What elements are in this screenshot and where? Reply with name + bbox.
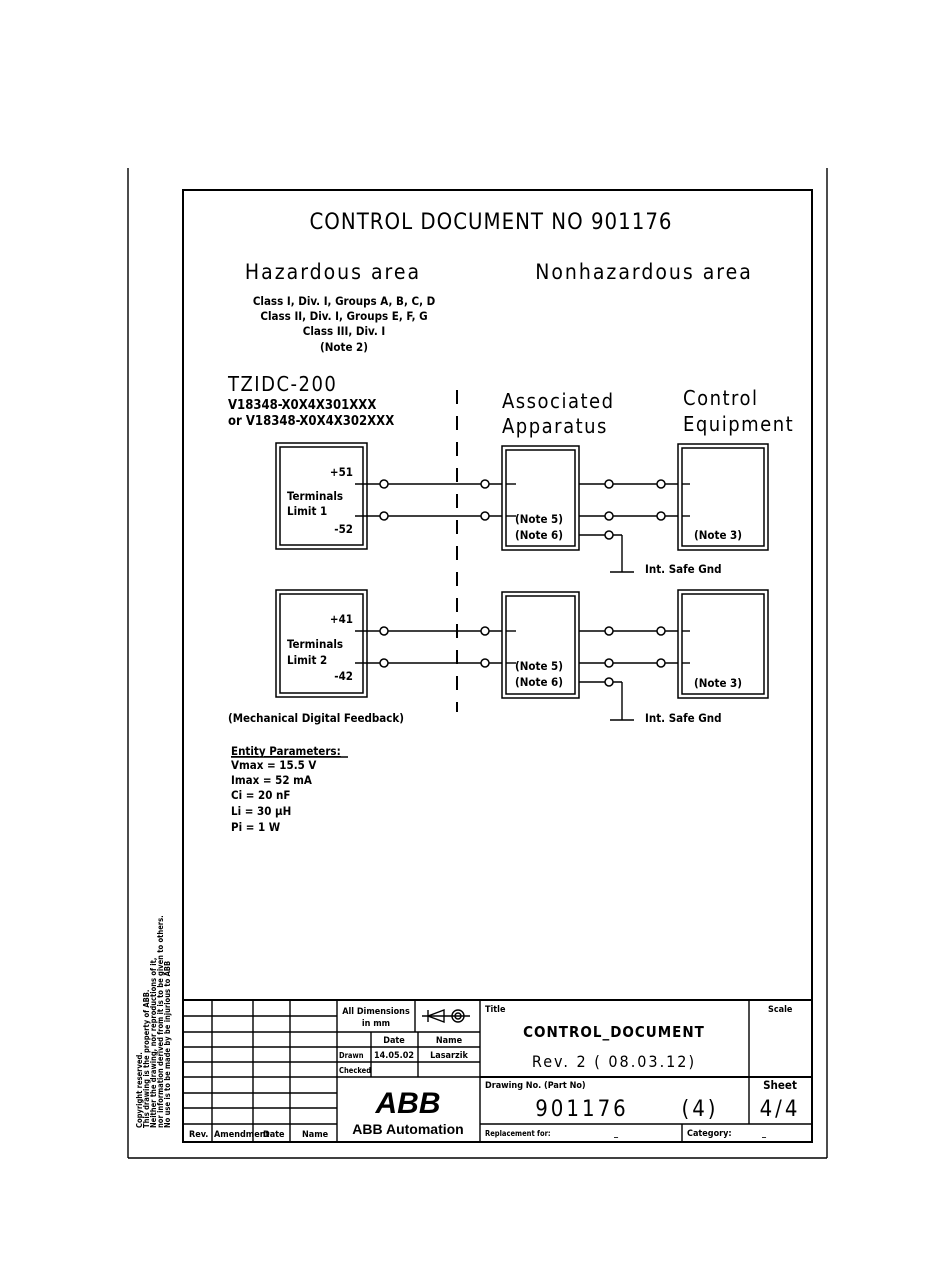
copyright-notice: Copyright reserved. This drawing is the …: [135, 915, 172, 1128]
model-number-1: V18348-X0X4X301XXX: [228, 398, 376, 413]
associated-box-2: [501, 591, 580, 699]
associated-apparatus-heading: Associated: [502, 389, 615, 413]
terminal-neg-1: -52: [334, 522, 353, 536]
svg-text:in mm: in mm: [362, 1019, 390, 1029]
terminal-pos-2: +41: [330, 612, 353, 626]
svg-text:Vmax = 15.5 V: Vmax = 15.5 V: [231, 758, 316, 772]
svg-text:Date: Date: [383, 1036, 405, 1046]
svg-text:nor information derived from i: nor information derived from it is to be…: [156, 915, 165, 1128]
page-border: [127, 168, 828, 1159]
part-number: (4): [681, 1097, 718, 1122]
svg-text:This drawing is the property o: This drawing is the property of ABB.: [142, 990, 151, 1128]
svg-text:Class I, Div. I, Groups A, B,: Class I, Div. I, Groups A, B, C, D: [253, 294, 436, 308]
svg-text:Scale: Scale: [768, 1005, 793, 1015]
control-box-1: [677, 443, 769, 551]
svg-text:Class II, Div. I, Groups E, F,: Class II, Div. I, Groups E, F, G: [260, 309, 427, 323]
drawing-frame: [182, 189, 813, 1143]
svg-text:Replacement for:: Replacement for:: [485, 1129, 551, 1138]
svg-text:All Dimensions: All Dimensions: [342, 1007, 410, 1017]
svg-text:(Note 3): (Note 3): [694, 528, 742, 542]
nonhazardous-area-heading: Nonhazardous area: [535, 260, 753, 284]
svg-text:(Note 6): (Note 6): [515, 675, 563, 689]
svg-text:(Note 5): (Note 5): [515, 512, 563, 526]
terminal-neg-2: -42: [334, 669, 353, 683]
control-equipment-heading: Control: [683, 386, 759, 410]
svg-text:Sheet: Sheet: [763, 1078, 797, 1092]
sheet-number: 4/4: [760, 1097, 801, 1122]
terminal-pos-1: +51: [330, 465, 353, 479]
svg-text:Entity Parameters:: Entity Parameters:: [231, 744, 341, 758]
entity-parameters: Entity Parameters: Vmax = 15.5 V Imax = …: [231, 744, 348, 834]
document-title: CONTROL DOCUMENT NO 901176: [309, 210, 672, 235]
hazardous-area-heading: Hazardous area: [245, 260, 421, 284]
circuit-limit-2: +41 Terminals Limit 2 -42 (Note 5) (Note…: [275, 589, 769, 725]
circuit-limit-1: +51 Terminals Limit 1 -52 (Note 5) (Note…: [275, 442, 769, 576]
svg-text:Imax = 52 mA: Imax = 52 mA: [231, 773, 312, 787]
svg-text:(Note 3): (Note 3): [694, 676, 742, 690]
terminal-limit-2: Limit 2: [287, 653, 327, 667]
model-number-2: or V18348-X0X4X302XXX: [228, 414, 394, 429]
svg-text:14.05.02: 14.05.02: [374, 1051, 414, 1061]
svg-text:No use is to be made by be inj: No use is to be made by be injurious to …: [163, 961, 172, 1128]
svg-text:Amendment: Amendment: [214, 1130, 269, 1140]
svg-text:Rev.: Rev.: [189, 1130, 208, 1140]
ground-label-1: Int. Safe Gnd: [645, 562, 722, 576]
title-block-title: CONTROL_DOCUMENT: [523, 1023, 705, 1041]
hazard-classification: Class I, Div. I, Groups A, B, C, D Class…: [253, 294, 436, 354]
terminal-label-2: Terminals: [287, 637, 343, 651]
terminal-box-2: [275, 589, 368, 698]
svg-text:Title: Title: [485, 1005, 506, 1015]
control-box-2: [677, 589, 769, 699]
svg-text:Date: Date: [263, 1130, 285, 1140]
svg-text:(Note 5): (Note 5): [515, 659, 563, 673]
control-equipment-heading-2: Equipment: [683, 412, 794, 436]
svg-text:Drawn: Drawn: [339, 1051, 364, 1060]
svg-text:Copyright reserved.: Copyright reserved.: [135, 1052, 144, 1128]
svg-text:Name: Name: [302, 1130, 329, 1140]
svg-text:Li = 30 µH: Li = 30 µH: [231, 804, 291, 818]
svg-text:(Note 2): (Note 2): [320, 340, 368, 354]
svg-text:Neither the drawing, nor repro: Neither the drawing, nor reproductions o…: [149, 958, 158, 1128]
svg-text:Category:: Category:: [687, 1129, 732, 1139]
device-name: TZIDC-200: [227, 372, 337, 396]
drawing-number: 901176: [535, 1097, 629, 1122]
abb-logo: ABB: [375, 1087, 441, 1120]
svg-text:Ci = 20 nF: Ci = 20 nF: [231, 788, 290, 802]
terminal-limit-1: Limit 1: [287, 504, 327, 518]
associated-box-1: [501, 445, 580, 551]
ground-label-2: Int. Safe Gnd: [645, 711, 722, 725]
projection-symbol-icon: [422, 1008, 470, 1024]
svg-text:Pi = 1 W: Pi = 1 W: [231, 820, 281, 834]
svg-text:Checked: Checked: [339, 1066, 371, 1075]
terminal-label-1: Terminals: [287, 489, 343, 503]
svg-text:_: _: [762, 1129, 767, 1139]
associated-apparatus-heading-2: Apparatus: [502, 414, 608, 438]
title-block: Rev. Amendment Date Name All Dimensions …: [183, 999, 812, 1142]
svg-text:_: _: [614, 1129, 619, 1139]
svg-text:Drawing No. (Part No): Drawing No. (Part No): [485, 1081, 586, 1091]
feedback-note: (Mechanical Digital Feedback): [228, 711, 404, 725]
terminal-box-1: [275, 442, 368, 550]
svg-text:Class III, Div. I: Class III, Div. I: [303, 324, 385, 338]
svg-text:(Note 6): (Note 6): [515, 528, 563, 542]
svg-text:Lasarzik: Lasarzik: [430, 1051, 468, 1061]
svg-text:Name: Name: [436, 1036, 463, 1046]
company-name: ABB Automation: [352, 1121, 463, 1137]
title-block-revision: Rev. 2 ( 08.03.12): [532, 1052, 696, 1071]
